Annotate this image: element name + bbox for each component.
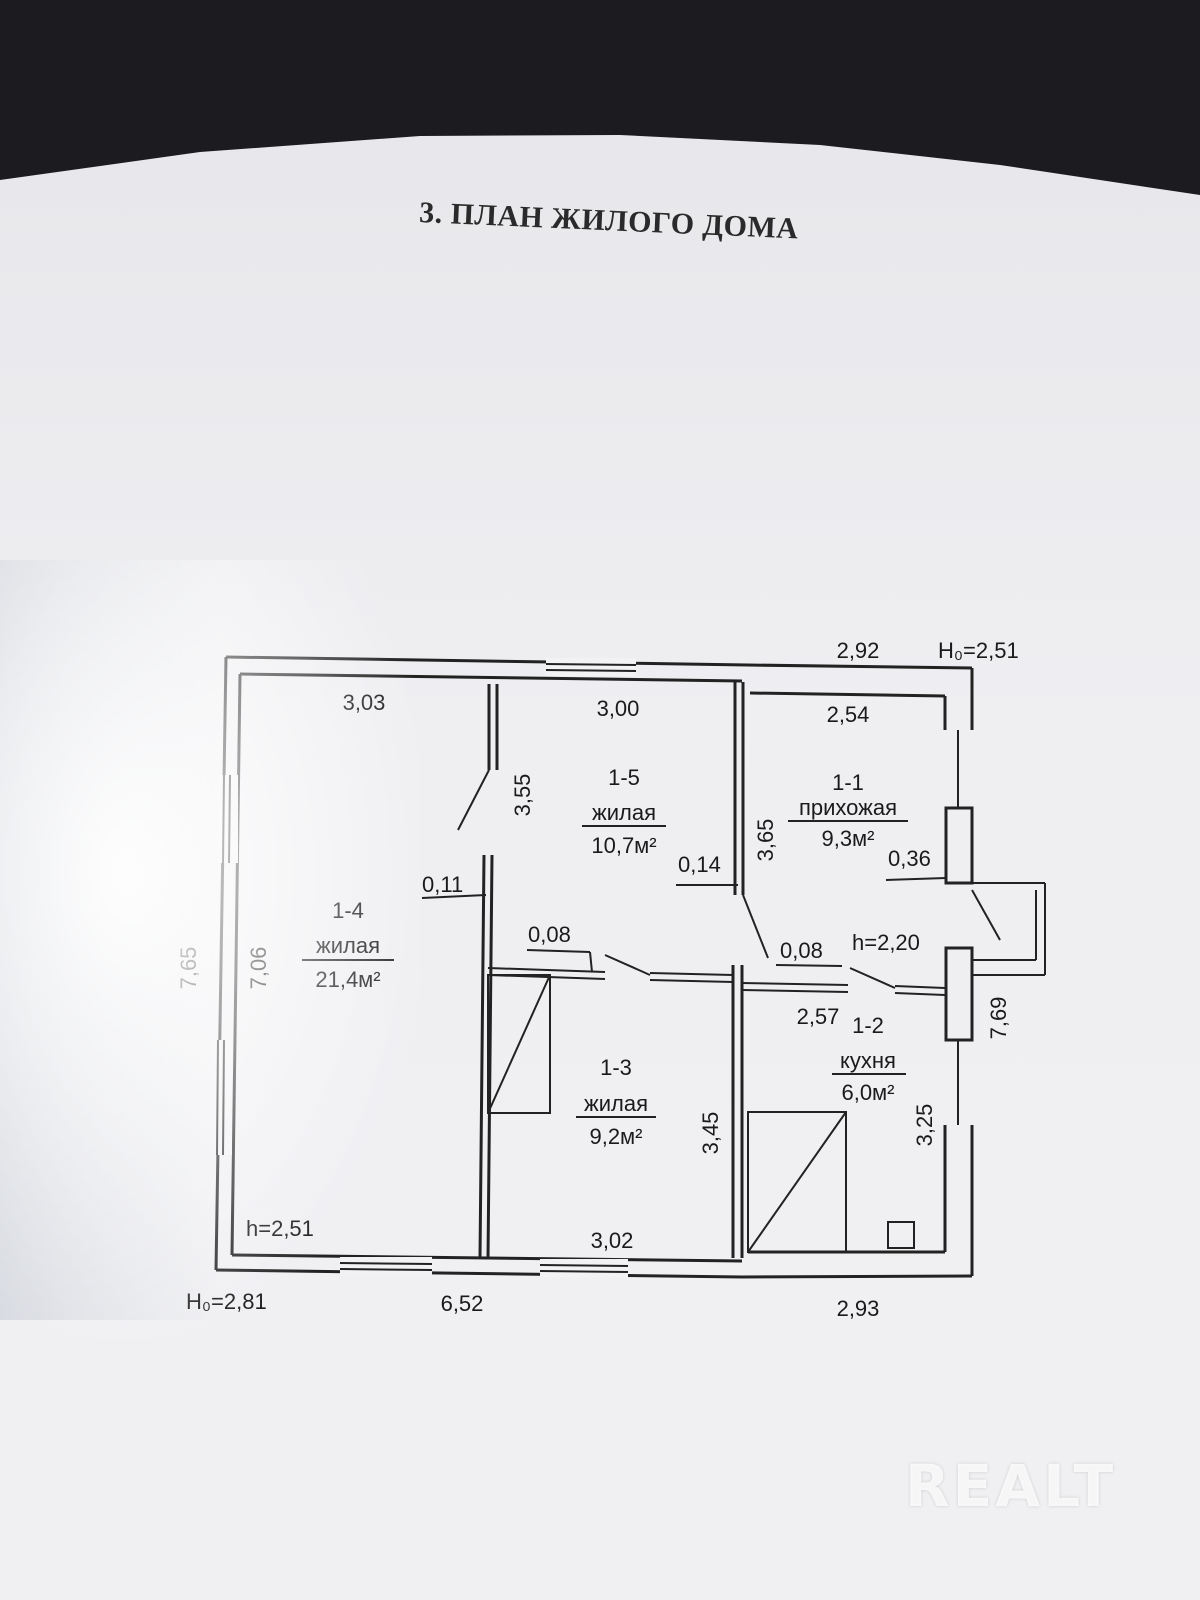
dim-room11-side: 3,65 <box>753 819 778 862</box>
room-1-4-label: 1-4 жилая 21,4м² <box>302 898 394 992</box>
dim-h0-top: H₀=2,51 <box>938 638 1019 663</box>
room-1-3-label: 1-3 жилая 9,2м² <box>576 1055 656 1149</box>
dim-room11-top: 2,54 <box>827 702 870 727</box>
dim-room15-side: 3,55 <box>510 774 535 817</box>
svg-text:9,3м²: 9,3м² <box>821 826 874 851</box>
room-1-2-label: 1-2 кухня 6,0м² <box>832 1013 906 1105</box>
dim-outer-right: 7,69 <box>986 997 1011 1040</box>
windows <box>212 658 637 1277</box>
room-1-1-label: 1-1 прихожая 9,3м² <box>788 770 908 851</box>
dim-room14-top: 3,03 <box>343 690 386 715</box>
dim-wall-008b: 0,08 <box>780 938 823 963</box>
dim-wall-008a: 0,08 <box>528 922 571 947</box>
svg-text:жилая: жилая <box>316 933 380 958</box>
stove-symbol <box>487 974 915 1253</box>
dim-room13-side: 3,45 <box>698 1112 723 1155</box>
svg-text:9,2м²: 9,2м² <box>589 1124 642 1149</box>
svg-text:1-3: 1-3 <box>600 1055 632 1080</box>
svg-text:1-2: 1-2 <box>852 1013 884 1038</box>
dim-h0-bottom: H₀=2,81 <box>186 1289 267 1314</box>
dim-top-annex: 2,92 <box>837 638 880 663</box>
dim-h-kitchen: h=2,20 <box>852 930 920 955</box>
dim-inner-left: 7,06 <box>246 947 271 990</box>
dim-wall-011: 0,11 <box>422 872 463 897</box>
svg-text:1-1: 1-1 <box>832 770 864 795</box>
svg-text:21,4м²: 21,4м² <box>315 967 380 992</box>
dim-bottom-main: 6,52 <box>441 1291 484 1316</box>
svg-text:прихожая: прихожая <box>799 795 897 820</box>
dim-room12-top: 2,57 <box>797 1004 840 1029</box>
dim-room13-bottom: 3,02 <box>591 1228 634 1253</box>
svg-text:кухня: кухня <box>840 1048 896 1073</box>
svg-text:1-5: 1-5 <box>608 765 640 790</box>
watermark-logo: REALT <box>905 1452 1117 1520</box>
dim-bottom-annex: 2,93 <box>837 1296 880 1321</box>
svg-text:жилая: жилая <box>584 1091 648 1116</box>
dim-wall-014: 0,14 <box>678 852 721 877</box>
leader-lines <box>421 877 947 973</box>
dim-room15-top: 3,00 <box>597 696 640 721</box>
svg-text:1-4: 1-4 <box>332 898 364 923</box>
svg-text:6,0м²: 6,0м² <box>841 1080 894 1105</box>
dim-room12-side: 3,25 <box>912 1104 937 1147</box>
dim-h-main: h=2,51 <box>246 1216 314 1241</box>
partitions <box>457 682 946 1259</box>
room-1-5-label: 1-5 жилая 10,7м² <box>582 765 666 858</box>
svg-text:10,7м²: 10,7м² <box>591 833 656 858</box>
svg-text:жилая: жилая <box>592 800 656 825</box>
dim-wall-036: 0,36 <box>888 846 931 871</box>
dim-outer-left: 7,65 <box>176 947 201 990</box>
